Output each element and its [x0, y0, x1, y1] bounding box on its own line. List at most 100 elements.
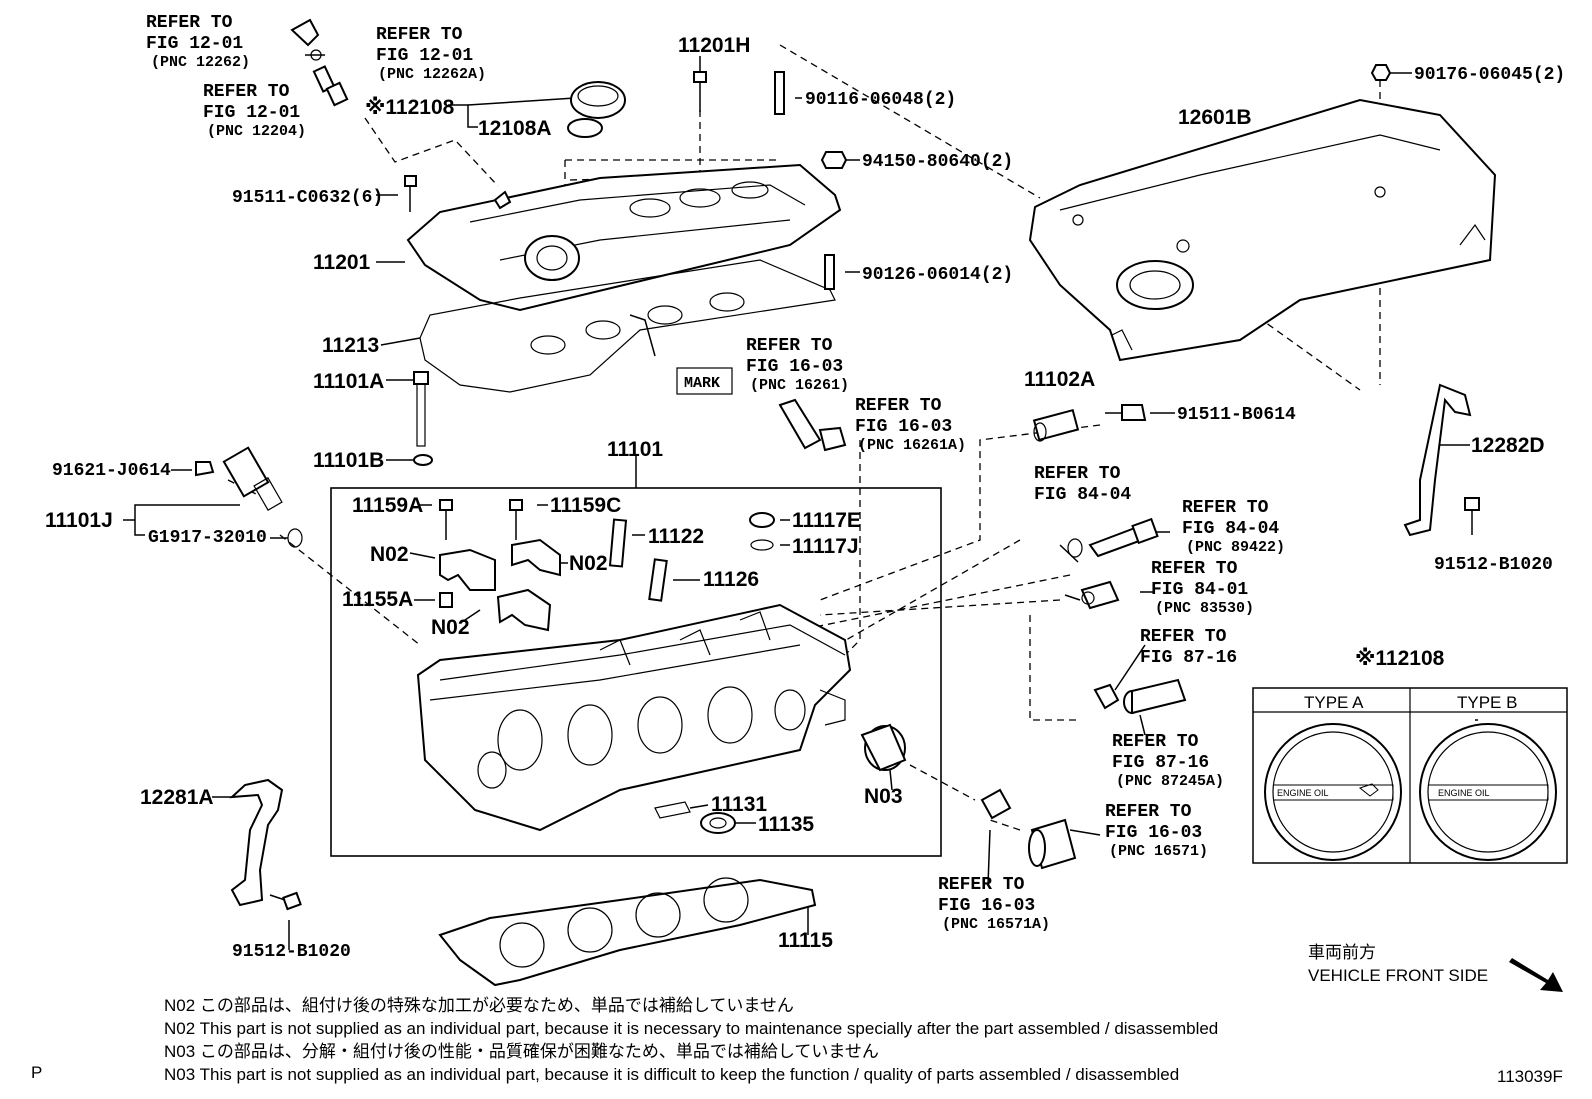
- gasket-11131-part: [654, 801, 691, 819]
- vehicle-front-label-en: VEHICLE FRONT SIDE: [1308, 966, 1488, 985]
- part-number-label: 11159A: [352, 494, 423, 517]
- bolt-91621-part: [195, 461, 215, 477]
- part-number-label: 12281A: [140, 786, 214, 809]
- part-number-label: 11102A: [1024, 368, 1095, 391]
- part-number-label: 11115: [778, 929, 833, 952]
- refer-label: REFER TO: [1112, 732, 1199, 752]
- pnc-label: (PNC 16261): [750, 377, 849, 394]
- mark-label: MARK: [684, 375, 720, 392]
- part-number-label: 90176-06045(2): [1414, 65, 1565, 85]
- type-a-header: TYPE A: [1304, 693, 1364, 712]
- plug-11117e-part: [749, 512, 775, 528]
- part-number-label: N02: [431, 616, 470, 639]
- refer-label: REFER TO: [1182, 498, 1269, 518]
- note-line: N03 This part is not supplied as an indi…: [164, 1065, 1179, 1084]
- pin-11155a-part: [439, 592, 453, 608]
- head-bolt-washer-part: [413, 454, 433, 466]
- refer-label: FIG 12-01: [376, 46, 473, 66]
- guide-11122-part: [608, 518, 628, 568]
- part-number-label: N03: [864, 785, 903, 808]
- part-labels: REFER TO FIG 12-01 (PNC 12262) REFER TO …: [31, 13, 1565, 1086]
- refer-label: REFER TO: [1105, 802, 1192, 822]
- bearing-cap-a-part: [439, 548, 496, 591]
- refer-label: REFER TO: [855, 396, 942, 416]
- refer-label: REFER TO: [376, 25, 463, 45]
- part-number-label: 11155A: [342, 588, 413, 611]
- refer-label: FIG 16-03: [855, 417, 952, 437]
- cylinder-head-gasket-part: [438, 877, 817, 987]
- part-number-label: 11117J: [792, 535, 859, 558]
- refer-label: FIG 84-04: [1034, 485, 1131, 505]
- part-number-label: 11101A: [313, 370, 384, 393]
- pnc-label: (PNC 12262A): [378, 66, 486, 83]
- part-number-label: 11201H: [678, 34, 750, 57]
- mark-box: [676, 367, 733, 395]
- part-number-label: N02: [370, 543, 409, 566]
- part-number-label: 11101B: [313, 449, 384, 472]
- note-line: N02 この部品は、組付け後の特殊な加工が必要なため、単品では補給していません: [164, 996, 794, 1015]
- refer-label: REFER TO: [1140, 627, 1227, 647]
- engine-hanger-bracket-right-part: [1403, 383, 1472, 537]
- part-number-label: 91511-B0614: [1177, 405, 1296, 425]
- engine-oil-label: ENGINE OIL: [1277, 788, 1329, 798]
- note-line: N03 この部品は、分解・組付け後の性能・品質確保が困難なため、単品では補給して…: [164, 1042, 879, 1061]
- oil-control-valve-part: [222, 446, 283, 511]
- part-number-label: 11135: [758, 813, 814, 836]
- engine-hanger-bracket-left-part: [229, 778, 284, 907]
- part-number-label: 90116-06048(2): [805, 90, 956, 110]
- part-number-label: 11117E: [792, 509, 861, 532]
- part-number-label: 94150-80640(2): [862, 152, 1013, 172]
- refer-label: REFER TO: [203, 82, 290, 102]
- pnc-label: (PNC 12204): [207, 123, 306, 140]
- head-cover-gasket-part: [419, 259, 836, 393]
- part-number-label: G1917-32010: [148, 528, 267, 548]
- part-number-label: 11101: [607, 438, 663, 461]
- part-number-label: 11213: [322, 334, 379, 357]
- oil-filler-cap-part: [567, 81, 626, 138]
- cylinder-head-subassembly-box: [330, 487, 942, 857]
- refer-label: FIG 84-04: [1182, 519, 1279, 539]
- camshaft-sensor-part: [1032, 408, 1080, 442]
- cylinder-head-part: [416, 603, 852, 832]
- bolt-91512-b1020-right-part: [1464, 497, 1480, 535]
- bolt-91512-b1020-left-part: [269, 891, 302, 911]
- part-number-label: 90126-06014(2): [862, 265, 1013, 285]
- refer-label: REFER TO: [1034, 464, 1121, 484]
- vehicle-front-label-jp: 車両前方: [1308, 943, 1376, 962]
- bolt-11159a-part: [439, 499, 453, 540]
- stud-90116-part: [774, 71, 785, 115]
- refer-label: FIG 84-01: [1151, 580, 1248, 600]
- part-number-label: 91511-C0632(6): [232, 188, 383, 208]
- pnc-label: (PNC 87245A): [1116, 773, 1224, 790]
- pnc-label: (PNC 12262): [151, 54, 250, 71]
- head-bolt-part: [413, 371, 429, 447]
- hose-clamp-16261a-part: [818, 426, 847, 452]
- hose-16261-part: [778, 398, 822, 450]
- type-b-header: TYPE B: [1457, 693, 1517, 712]
- insert-n03-part: [860, 723, 907, 772]
- part-number-label: 91512-B1020: [232, 942, 351, 962]
- part-number-label: 11131: [711, 793, 767, 816]
- oil-cap-type-inset: [1252, 687, 1568, 864]
- pnc-label: (PNC 16571A): [942, 916, 1050, 933]
- washer-fig84-part: [1067, 538, 1083, 558]
- part-number-label: ※112108: [365, 96, 455, 119]
- pnc-label: (PNC 83530): [1155, 600, 1254, 617]
- part-number-label: N02: [569, 552, 608, 575]
- gasket-11117j-part: [750, 539, 774, 551]
- pnc-label: (PNC 16261A): [858, 437, 966, 454]
- vehicle-front-arrow-icon: [1509, 958, 1563, 992]
- refer-label: FIG 87-16: [1140, 648, 1237, 668]
- bolt-91511-b0614-part: [1105, 404, 1147, 421]
- heater-hose-part: [1123, 678, 1187, 715]
- figure-id: 113039F: [1497, 1067, 1563, 1086]
- bolt-91511-c0632-part: [404, 175, 417, 212]
- engine-cover-part: [1028, 98, 1497, 362]
- leader-lines: [123, 54, 1478, 950]
- oil-cap-type-a-icon: [1264, 723, 1402, 861]
- refer-label: FIG 12-01: [203, 103, 300, 123]
- footnotes: N02 この部品は、組付け後の特殊な加工が必要なため、単品では補給していません …: [164, 996, 1218, 1084]
- refer-label: REFER TO: [1151, 559, 1238, 579]
- part-number-label: 11101J: [45, 509, 113, 532]
- cylinder-head-cover-part: [406, 163, 842, 312]
